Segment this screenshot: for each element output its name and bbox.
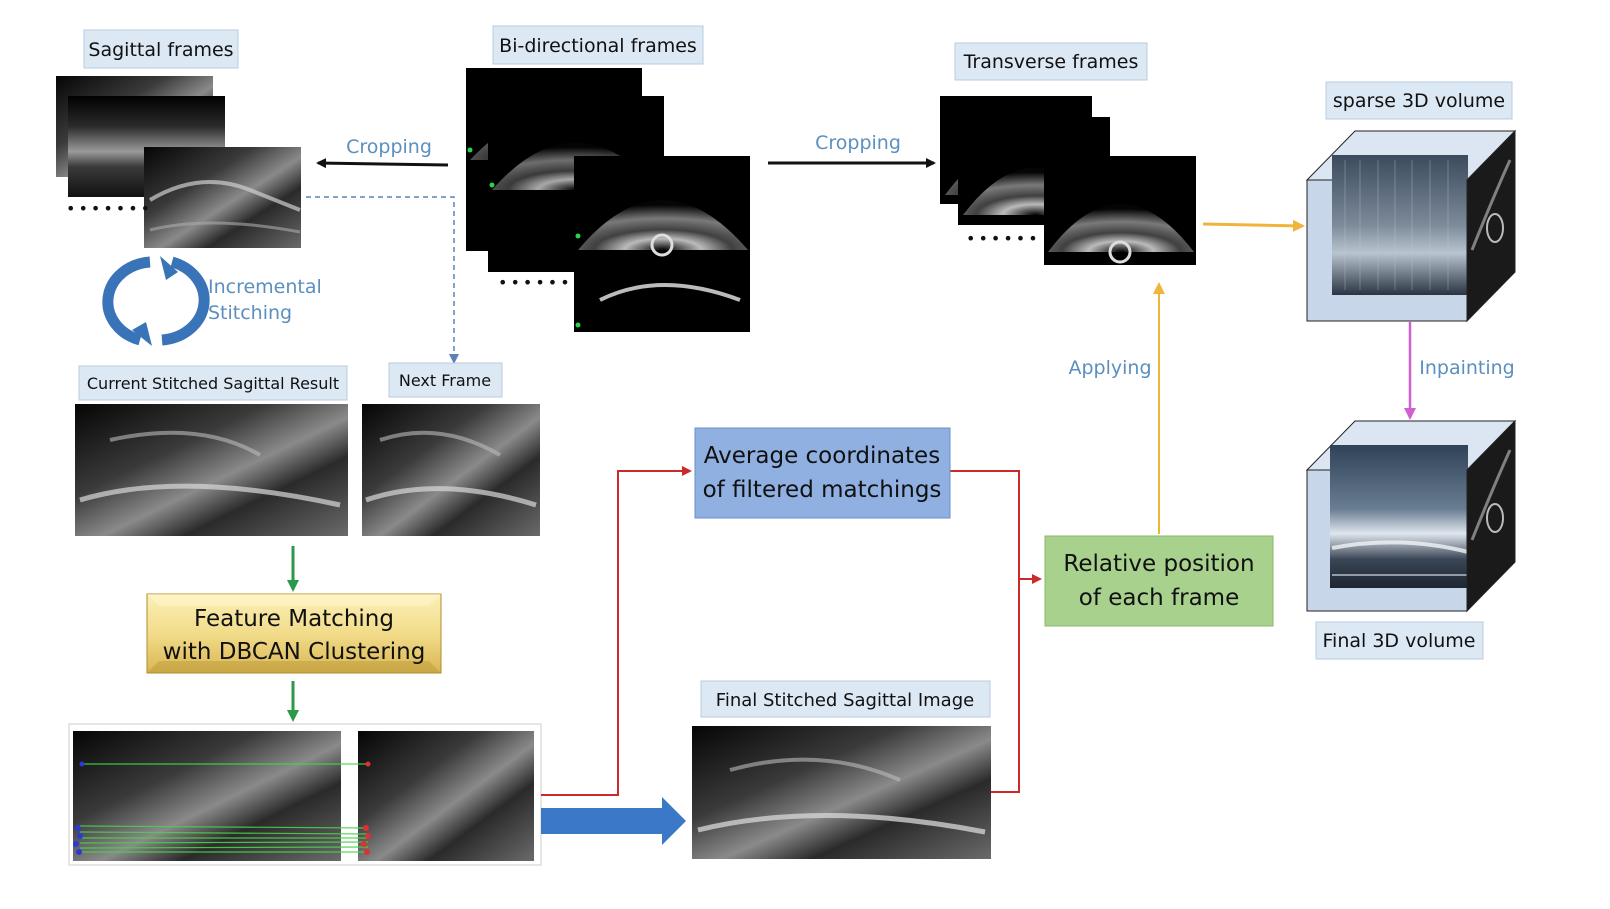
transverse-dots: •••••• xyxy=(966,229,1041,248)
svg-text:Final 3D volume: Final 3D volume xyxy=(1323,630,1476,652)
bidirectional-frames-label: Bi-directional frames xyxy=(492,25,704,65)
cycle-icon xyxy=(102,256,210,346)
svg-text:Next Frame: Next Frame xyxy=(399,371,491,390)
big-blue-arrow xyxy=(541,797,686,845)
svg-text:Bi-directional frames: Bi-directional frames xyxy=(499,35,697,57)
stitching-label: Stitching xyxy=(208,302,292,324)
sagittal-dots: ••••••• xyxy=(66,199,153,218)
svg-text:Final Stitched Sagittal Image: Final Stitched Sagittal Image xyxy=(716,690,974,711)
svg-text:with DBCAN Clustering: with DBCAN Clustering xyxy=(163,639,426,665)
transverse-frames-stack xyxy=(940,96,1196,265)
final-stitched-image xyxy=(692,726,991,859)
red-line-to-average xyxy=(541,466,692,796)
applying-label: Applying xyxy=(1068,357,1151,379)
svg-text:Sagittal frames: Sagittal frames xyxy=(88,39,233,61)
final-stitched-label: Final Stitched Sagittal Image xyxy=(700,680,991,718)
red-line-from-average xyxy=(950,470,1020,793)
bidirectional-dots: •••••• xyxy=(498,273,573,292)
svg-text:sparse 3D volume: sparse 3D volume xyxy=(1333,90,1505,112)
bidirectional-frames-stack xyxy=(466,68,750,332)
final-volume-cube xyxy=(1305,419,1517,613)
cropping-arrow-left xyxy=(316,158,449,169)
cropping-left-label: Cropping xyxy=(346,136,432,158)
svg-text:Average coordinates: Average coordinates xyxy=(704,443,940,469)
matching-visualization xyxy=(68,723,542,866)
feature-matching-box: Feature Matching with DBCAN Clustering xyxy=(146,593,442,674)
incremental-label: Incremental xyxy=(208,276,322,298)
sagittal-frames-stack xyxy=(56,76,301,248)
svg-text:Current Stitched Sagittal Resu: Current Stitched Sagittal Result xyxy=(87,374,339,393)
average-coordinates-box: Average coordinates of filtered matching… xyxy=(694,427,951,519)
sagittal-frames-label: Sagittal frames xyxy=(83,29,239,69)
cropping-right-label: Cropping xyxy=(815,132,901,154)
final-volume-label: Final 3D volume xyxy=(1315,621,1484,660)
next-frame-image xyxy=(362,404,540,536)
svg-text:of each frame: of each frame xyxy=(1079,585,1239,611)
svg-text:Relative position: Relative position xyxy=(1063,551,1254,577)
sparse-volume-label: sparse 3D volume xyxy=(1325,81,1513,120)
svg-text:of filtered matchings: of filtered matchings xyxy=(703,477,942,503)
to-sparse-volume-arrow xyxy=(1202,219,1305,232)
svg-text:Feature Matching: Feature Matching xyxy=(194,606,394,632)
svg-text:Transverse frames: Transverse frames xyxy=(963,51,1139,73)
inpainting-label: Inpainting xyxy=(1419,357,1515,379)
current-result-label: Current Stitched Sagittal Result xyxy=(78,365,348,401)
transverse-frames-label: Transverse frames xyxy=(954,42,1148,81)
current-result-image xyxy=(75,404,348,536)
next-frame-label: Next Frame xyxy=(388,362,503,398)
relative-position-box: Relative position of each frame xyxy=(1044,535,1274,627)
sparse-volume-cube xyxy=(1305,129,1517,323)
next-frame-dashed-arrow xyxy=(306,196,459,364)
